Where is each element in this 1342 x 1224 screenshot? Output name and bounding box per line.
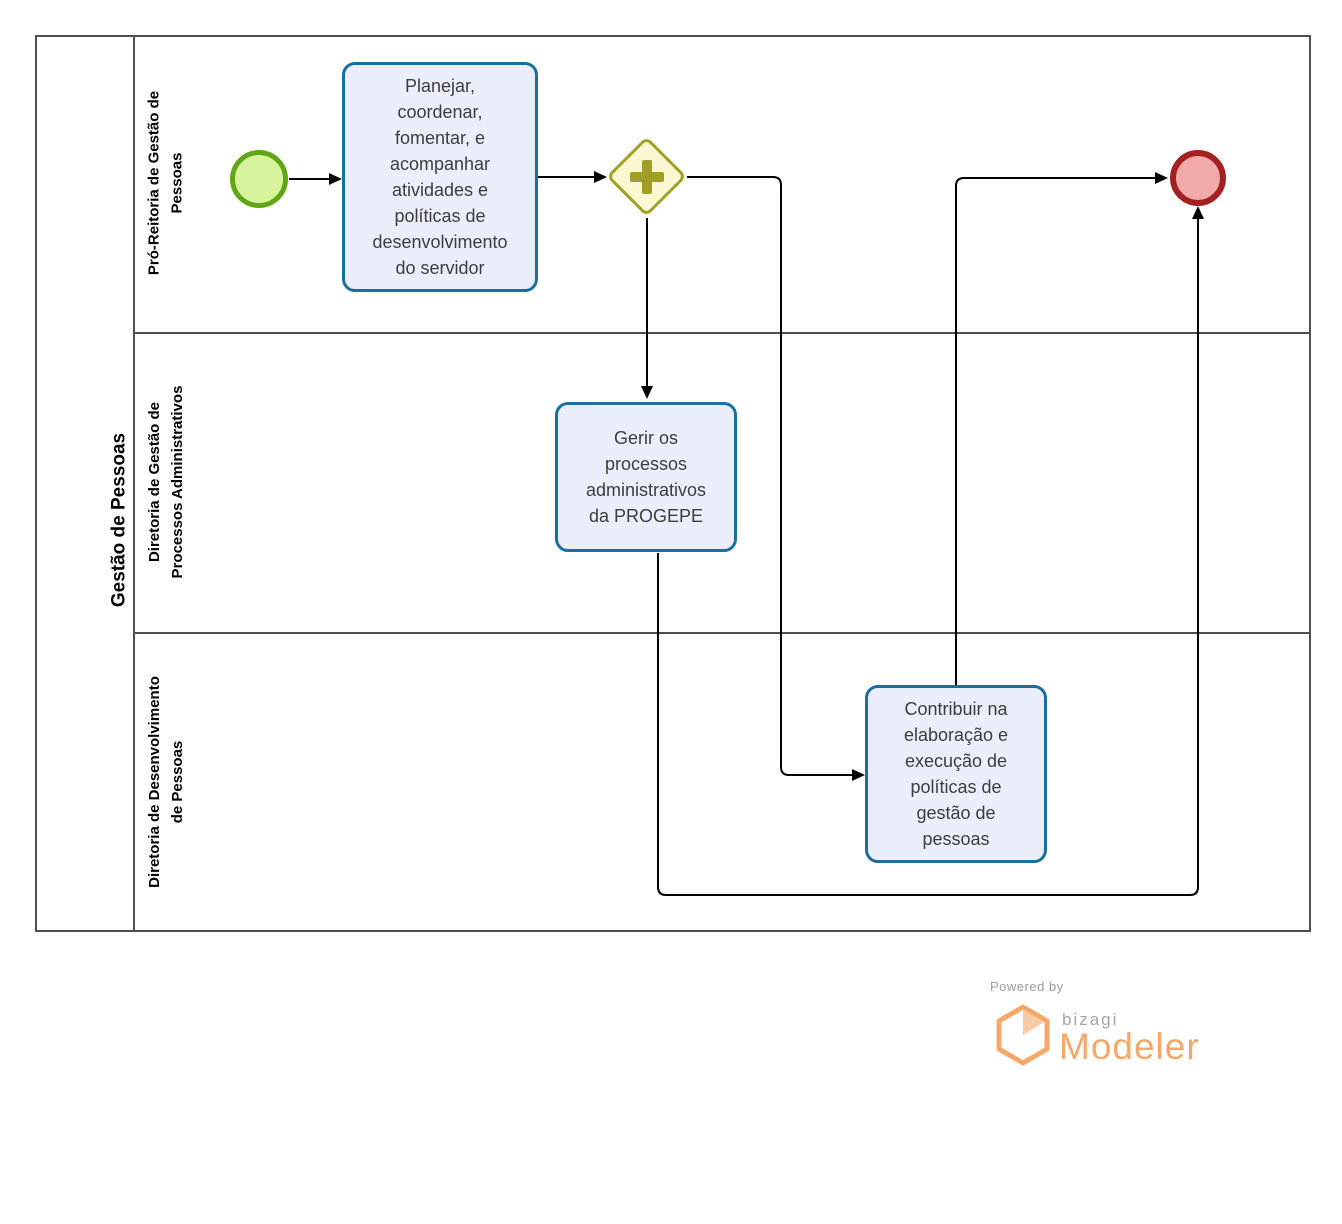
task-planejar[interactable]: Planejar, coordenar, fomentar, e acompan… [342, 62, 538, 292]
parallel-gateway-plus-icon [642, 160, 652, 194]
parallel-gateway[interactable] [606, 136, 687, 217]
start-event[interactable] [230, 150, 288, 208]
modeler-wordmark: Modeler [1059, 1026, 1200, 1067]
end-event[interactable] [1170, 150, 1226, 206]
task-gerir[interactable]: Gerir os processos administrativos da PR… [555, 402, 737, 552]
lane-divider [133, 332, 1309, 334]
task-contribuir[interactable]: Contribuir na elaboração e execução de p… [865, 685, 1047, 863]
lane-label-diretoria-desenvolvimento: Diretoria de Desenvolvimento de Pessoas [146, 676, 186, 888]
powered-by-label: Powered by [990, 979, 1064, 994]
bizagi-wordmark: bizagi [1062, 1010, 1119, 1029]
lane-divider [133, 632, 1309, 634]
pool-title-strip: Gestão de Pessoas [37, 37, 135, 930]
lane-label-pro-reitoria: Pró-Reitoria de Gestão de Pessoas [145, 90, 186, 276]
lane-label-diretoria-processos: Diretoria de Gestão de Processos Adminis… [146, 385, 186, 579]
bizagi-logo-icon [996, 1004, 1050, 1066]
